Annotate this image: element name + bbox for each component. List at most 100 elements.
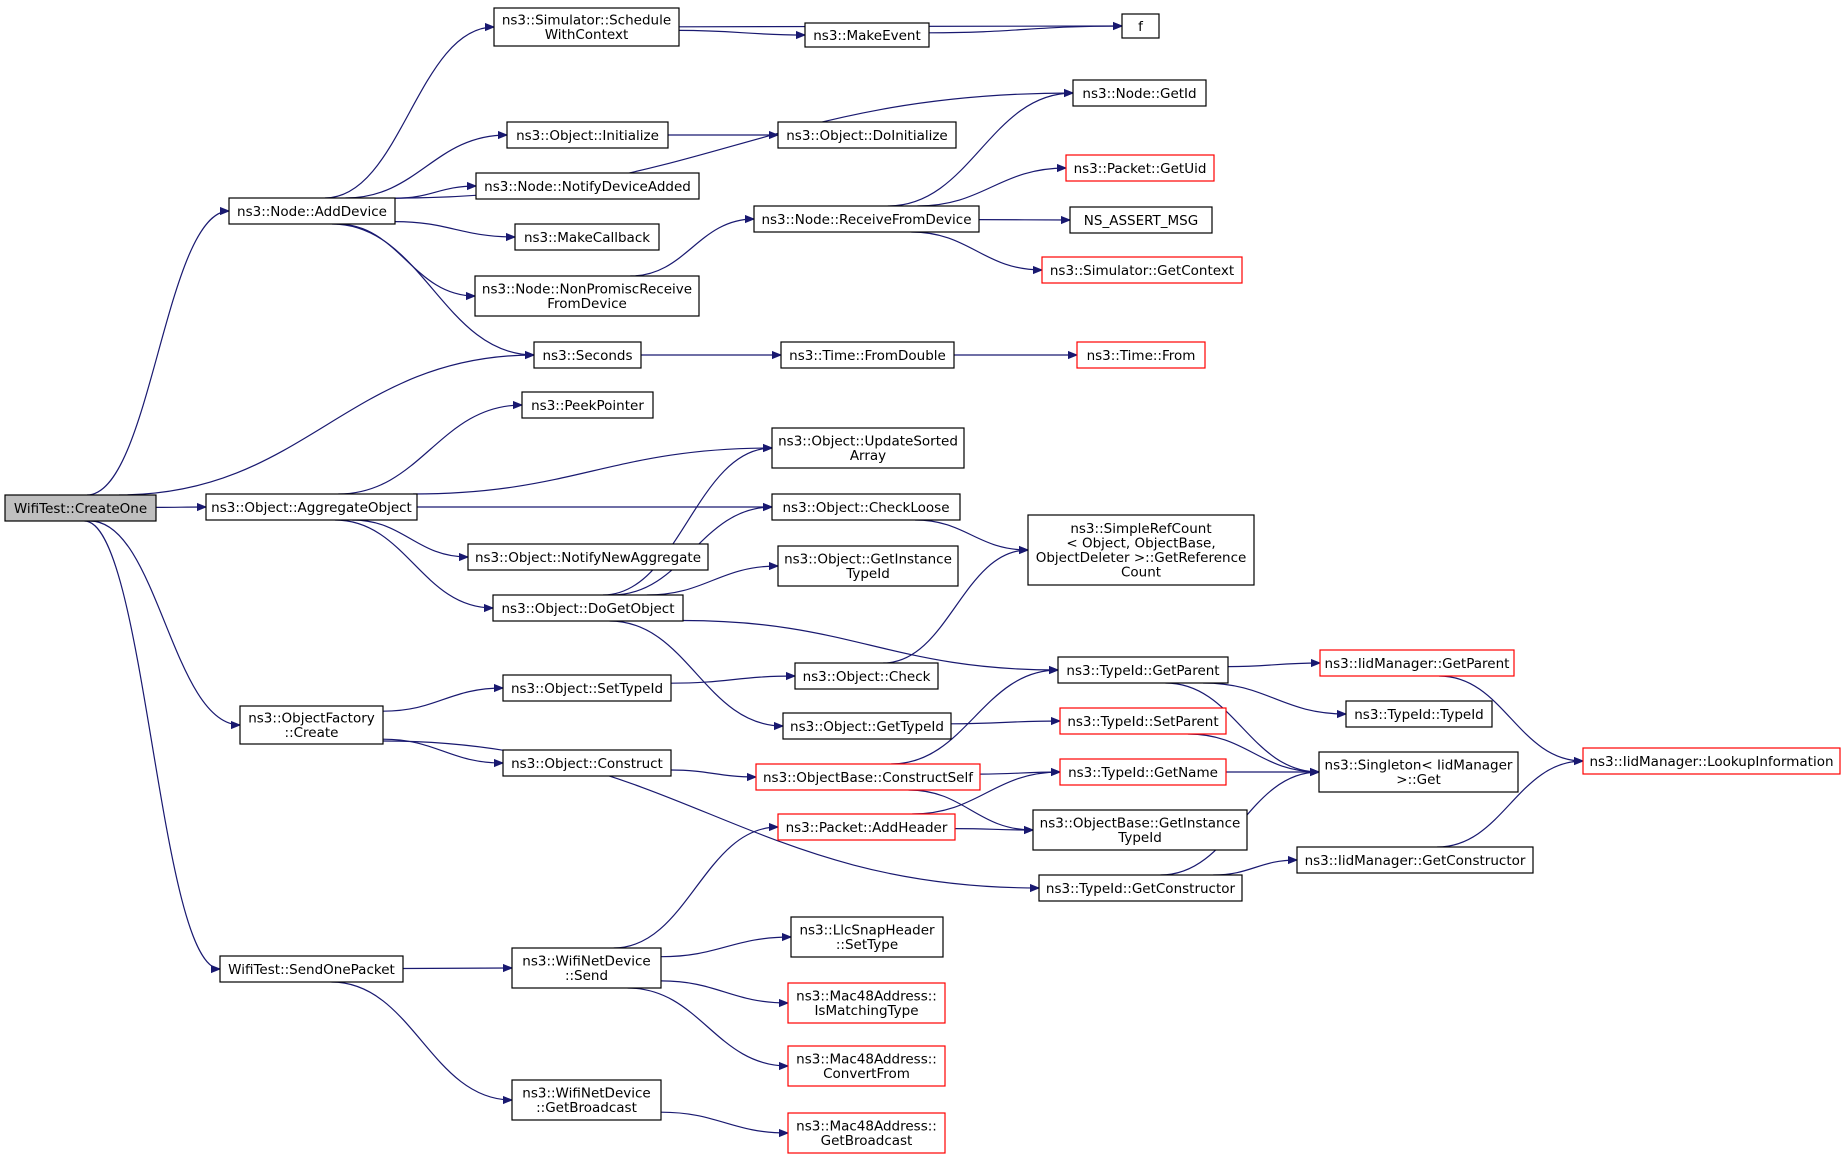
node-box	[511, 947, 662, 989]
node-makeevent[interactable]: ns3::MakeEvent	[804, 22, 930, 48]
node-objgettid[interactable]: ns3::Object::GetTypeId	[782, 712, 952, 740]
node-box	[1065, 154, 1215, 182]
node-box	[777, 121, 957, 149]
node-box	[502, 749, 672, 777]
node-dogetobj[interactable]: ns3::Object::DoGetObject	[492, 594, 684, 622]
node-checkloose[interactable]: ns3::Object::CheckLoose	[771, 493, 961, 521]
node-llcsettype[interactable]: ns3::LlcSnapHeader::SetType	[790, 916, 944, 958]
node-label: ns3::Node::GetId	[1082, 86, 1196, 102]
node-factcreate[interactable]: ns3::ObjectFactory::Create	[239, 705, 384, 745]
node-box	[1027, 514, 1255, 586]
node-box	[228, 197, 396, 225]
node-simpleref[interactable]: ns3::SimpleRefCount< Object, ObjectBase,…	[1027, 514, 1255, 586]
edge-objcheck-to-simpleref	[883, 550, 1028, 664]
node-box	[804, 22, 930, 48]
node-sendone[interactable]: WifiTest::SendOnePacket	[219, 955, 404, 983]
node-ismatching[interactable]: ns3::Mac48Address::IsMatchingType	[787, 982, 946, 1024]
node-tidgetctor[interactable]: ns3::TypeId::GetConstructor	[1038, 874, 1243, 902]
nodes-layer: WifiTest::CreateOne ns3::Simulator::Sched…	[4, 7, 1841, 1154]
node-peekptr[interactable]: ns3::PeekPointer	[521, 391, 654, 419]
edge-adddevice-to-seconds	[331, 223, 534, 355]
node-iidgetctor[interactable]: ns3::IidManager::GetConstructor	[1296, 846, 1534, 874]
node-label: ns3::Node::AddDevice	[237, 204, 387, 220]
node-box	[474, 275, 700, 317]
edge-addheader-to-tidgetname	[912, 772, 1060, 815]
node-settypeid[interactable]: ns3::Object::SetTypeId	[502, 674, 672, 702]
edge-addheader-to-objbasegit	[954, 829, 1033, 830]
node-getctx[interactable]: ns3::Simulator::GetContext	[1041, 256, 1243, 284]
node-wifibcast[interactable]: ns3::WifiNetDevice::GetBroadcast	[511, 1079, 662, 1121]
node-lookupinfo[interactable]: ns3::IidManager::LookupInformation	[1582, 747, 1841, 775]
node-label: ::Create	[285, 725, 339, 741]
node-doinit[interactable]: ns3::Object::DoInitialize	[777, 121, 957, 149]
node-label: ns3::WifiNetDevice	[522, 954, 650, 970]
node-makecb[interactable]: ns3::MakeCallback	[514, 223, 660, 251]
node-label: ns3::SimpleRefCount	[1070, 521, 1211, 537]
node-cself[interactable]: ns3::ObjectBase::ConstructSelf	[755, 763, 981, 791]
node-label: Count	[1121, 565, 1161, 581]
node-label: ns3::Simulator::GetContext	[1050, 263, 1234, 279]
node-assertmsg[interactable]: NS_ASSERT_MSG	[1069, 206, 1213, 234]
node-box	[533, 341, 642, 369]
node-label: ns3::MakeEvent	[813, 28, 921, 44]
edge-dogetobj-to-objgettid	[609, 620, 784, 726]
node-box	[521, 391, 654, 419]
node-tidgetparent[interactable]: ns3::TypeId::GetParent	[1057, 656, 1229, 684]
edge-recvdev-to-pktuid	[917, 168, 1066, 207]
node-label: WifiTest::CreateOne	[14, 501, 147, 517]
node-aggobj[interactable]: ns3::Object::AggregateObject	[205, 493, 418, 521]
node-singleton[interactable]: ns3::Singleton< IidManager>::Get	[1318, 751, 1519, 793]
edge-tidgetparent-to-typeidctor	[1202, 682, 1346, 714]
node-label: WifiTest::SendOnePacket	[228, 962, 395, 978]
node-getid[interactable]: ns3::Node::GetId	[1072, 79, 1207, 107]
node-f[interactable]: f	[1121, 13, 1160, 39]
node-addheader[interactable]: ns3::Packet::AddHeader	[777, 813, 956, 841]
node-fromdouble[interactable]: ns3::Time::FromDouble	[780, 341, 955, 369]
node-box	[782, 712, 952, 740]
node-box	[239, 705, 384, 745]
node-objinit[interactable]: ns3::Object::Initialize	[506, 121, 669, 149]
node-label: ns3::TypeId::TypeId	[1354, 707, 1484, 723]
node-label: ns3::Seconds	[543, 348, 633, 364]
node-label: ns3::Object::SetTypeId	[511, 681, 663, 697]
node-box	[794, 662, 939, 690]
node-typeidctor[interactable]: ns3::TypeId::TypeId	[1345, 700, 1493, 728]
node-timefrom[interactable]: ns3::Time::From	[1076, 341, 1206, 369]
node-label: ns3::LlcSnapHeader	[799, 923, 935, 939]
node-label: ns3::Object::CheckLoose	[782, 500, 949, 516]
node-macbcast[interactable]: ns3::Mac48Address::GetBroadcast	[787, 1112, 946, 1154]
node-label: ns3::Singleton< IidManager	[1325, 758, 1513, 774]
node-wifisend[interactable]: ns3::WifiNetDevice::Send	[511, 947, 662, 989]
node-label: ns3::Object::Initialize	[516, 128, 659, 144]
node-notifydev[interactable]: ns3::Node::NotifyDeviceAdded	[475, 172, 700, 200]
node-notifyagg[interactable]: ns3::Object::NotifyNewAggregate	[467, 543, 709, 571]
node-label: ns3::Object::DoGetObject	[501, 601, 674, 617]
node-label: ObjectDeleter >::GetReference	[1036, 550, 1247, 566]
node-objcheck[interactable]: ns3::Object::Check	[794, 662, 939, 690]
node-label: ns3::Simulator::Schedule	[502, 13, 671, 29]
node-adddevice[interactable]: ns3::Node::AddDevice	[228, 197, 396, 225]
node-label: ns3::Packet::GetUid	[1074, 161, 1207, 177]
node-seconds[interactable]: ns3::Seconds	[533, 341, 642, 369]
node-label: IsMatchingType	[814, 1003, 918, 1019]
edge-sendone-to-wifisend	[402, 968, 512, 969]
edge-adddevice-to-schedctx	[324, 27, 494, 199]
node-box	[205, 493, 418, 521]
node-box	[1318, 751, 1519, 793]
node-tidsetparent[interactable]: ns3::TypeId::SetParent	[1059, 707, 1227, 735]
node-iidgetparent[interactable]: ns3::IidManager::GetParent	[1319, 649, 1515, 677]
node-pktuid[interactable]: ns3::Packet::GetUid	[1065, 154, 1215, 182]
edge-aggobj-to-dogetobj	[334, 519, 493, 608]
node-construct[interactable]: ns3::Object::Construct	[502, 749, 672, 777]
edge-iidgetctor-to-lookupinfo	[1437, 761, 1583, 848]
edge-root-to-seconds	[118, 355, 534, 496]
node-root[interactable]: WifiTest::CreateOne	[4, 494, 157, 522]
node-convertfrom[interactable]: ns3::Mac48Address::ConvertFrom	[787, 1045, 946, 1087]
node-recvdev[interactable]: ns3::Node::ReceiveFromDevice	[753, 205, 980, 233]
node-tidgetname[interactable]: ns3::TypeId::GetName	[1059, 758, 1227, 786]
